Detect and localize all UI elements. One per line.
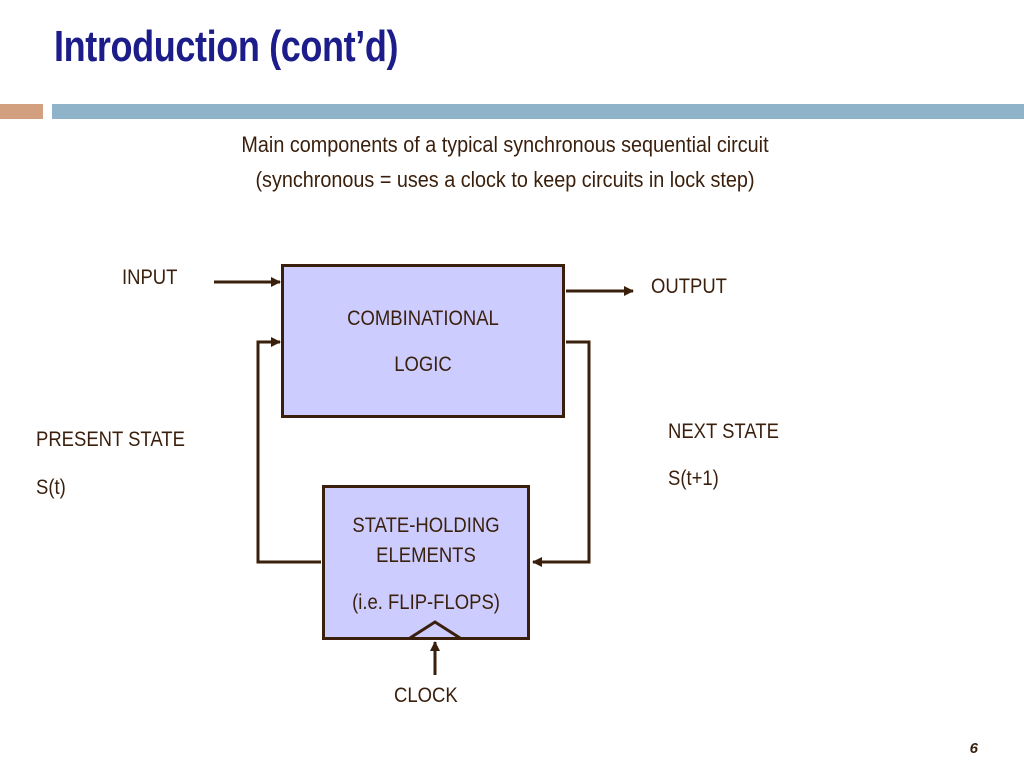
state-holding-label: STATE-HOLDING bbox=[352, 514, 500, 537]
logic-label: LOGIC bbox=[394, 353, 452, 376]
elements-label: ELEMENTS bbox=[376, 544, 476, 567]
combinational-label: COMBINATIONAL bbox=[347, 307, 499, 330]
accent-bar-orange bbox=[0, 104, 43, 119]
subtitle-line-1: Main components of a typical synchronous… bbox=[241, 132, 769, 157]
clock-label: CLOCK bbox=[394, 684, 458, 707]
subtitle-line-2: (synchronous = uses a clock to keep circ… bbox=[255, 167, 755, 192]
accent-bar-blue bbox=[52, 104, 1024, 119]
combinational-logic-box bbox=[281, 264, 565, 418]
page-number: 6 bbox=[969, 740, 978, 757]
present-state-symbol: S(t) bbox=[36, 476, 66, 499]
output-label: OUTPUT bbox=[651, 275, 727, 298]
input-label: INPUT bbox=[122, 266, 178, 289]
next-state-label: NEXT STATE bbox=[668, 420, 779, 443]
present-state-arrow bbox=[256, 337, 321, 564]
slide-title: Introduction (cont’d) bbox=[54, 22, 399, 71]
clock-triangle-icon bbox=[409, 620, 461, 640]
next-state-arrow bbox=[532, 340, 591, 567]
flip-flops-label: (i.e. FLIP-FLOPS) bbox=[352, 591, 500, 614]
present-state-label: PRESENT STATE bbox=[36, 428, 185, 451]
next-state-symbol: S(t+1) bbox=[668, 467, 719, 490]
state-holding-elements-box bbox=[322, 485, 530, 640]
